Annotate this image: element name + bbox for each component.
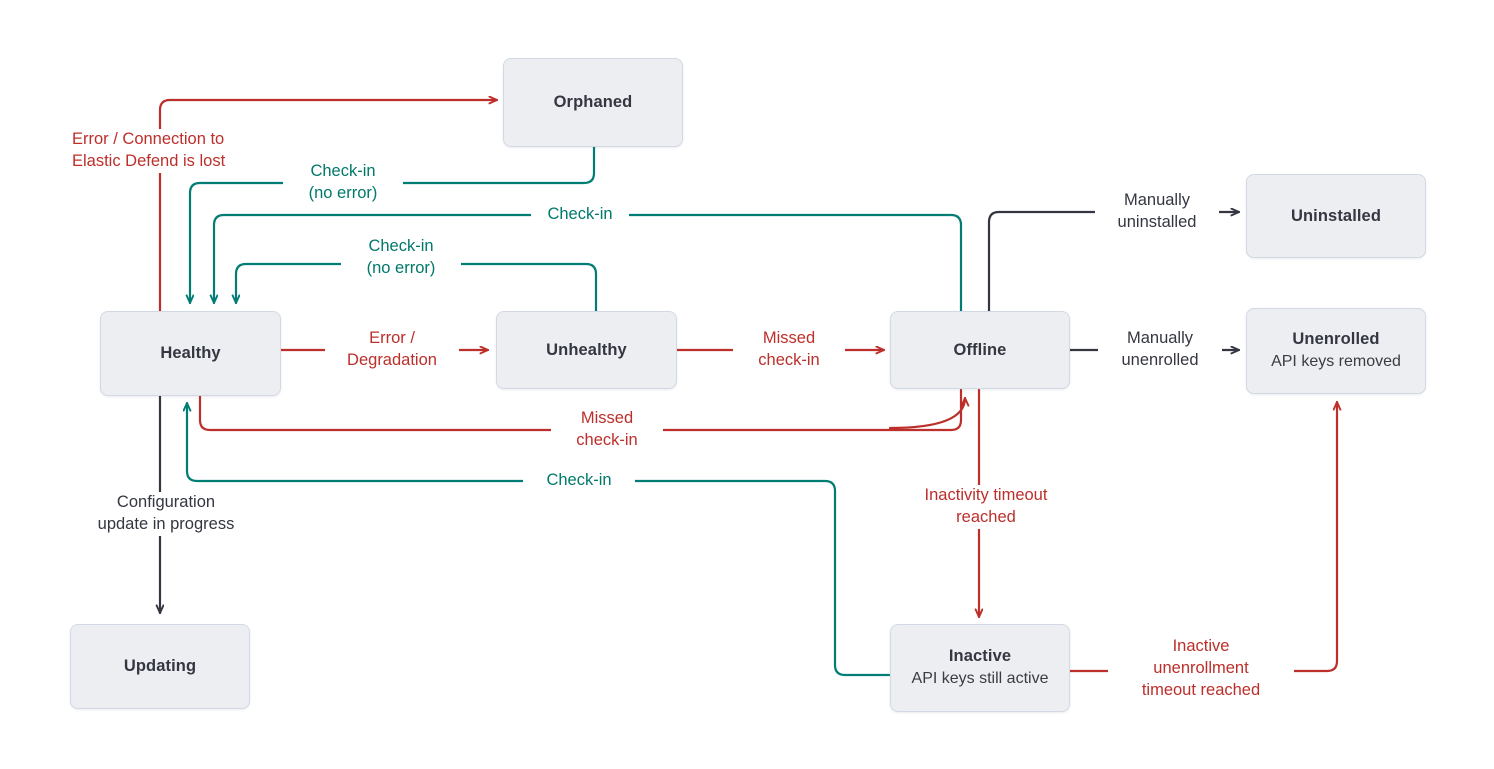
edge-label-healthy-to-updating: Configuration update in progress	[60, 492, 272, 536]
node-healthy-title: Healthy	[160, 344, 221, 363]
edge-label-unhealthy-to-healthy: Check-in (no error)	[341, 236, 461, 280]
edge-label-offline-to-uninstalled: Manually uninstalled	[1095, 190, 1219, 234]
edge-missed-checkin-into-offline	[888, 396, 965, 430]
node-inactive-subtitle: API keys still active	[911, 670, 1049, 688]
node-updating-title: Updating	[123, 657, 197, 676]
edge-label-unhealthy-to-offline: Missed check-in	[733, 328, 845, 372]
edge-label-orphaned-to-healthy: Check-in (no error)	[283, 161, 403, 205]
edge-label-offline-to-unenrolled: Manually unenrolled	[1098, 328, 1222, 372]
node-unhealthy-title: Unhealthy	[546, 340, 627, 359]
edge-healthy-to-orphaned	[158, 100, 499, 313]
node-unenrolled-title: Unenrolled	[1292, 329, 1380, 348]
edge-inactive-to-healthy	[187, 401, 891, 677]
edge-label-offline-to-inactive: Inactivity timeout reached	[883, 485, 1089, 529]
edge-offline-to-uninstalled	[987, 212, 1241, 313]
node-uninstalled[interactable]: Uninstalled	[1246, 174, 1426, 258]
node-orphaned[interactable]: Orphaned	[503, 58, 683, 147]
edge-label-offline-to-healthy-missed: Missed check-in	[551, 408, 663, 452]
node-offline[interactable]: Offline	[890, 311, 1070, 389]
node-inactive-title: Inactive	[948, 646, 1012, 665]
node-unhealthy[interactable]: Unhealthy	[496, 311, 677, 389]
node-healthy[interactable]: Healthy	[100, 311, 281, 396]
node-offline-title: Offline	[953, 340, 1007, 359]
node-unenrolled-subtitle: API keys removed	[1271, 353, 1401, 371]
node-inactive[interactable]: Inactive API keys still active	[890, 624, 1070, 712]
edge-label-healthy-to-unhealthy: Error / Degradation	[325, 328, 459, 372]
edge-inactive-to-unenrolled	[1068, 400, 1337, 673]
edge-label-inactive-to-healthy: Check-in	[523, 470, 635, 492]
edge-label-offline-to-healthy: Check-in	[531, 204, 629, 226]
node-uninstalled-title: Uninstalled	[1290, 206, 1382, 225]
node-unenrolled[interactable]: Unenrolled API keys removed	[1246, 308, 1426, 394]
node-updating[interactable]: Updating	[70, 624, 250, 709]
edge-label-healthy-to-orphaned: Error / Connection to Elastic Defend is …	[66, 129, 264, 173]
node-orphaned-title: Orphaned	[553, 93, 633, 112]
edge-label-inactive-to-unenrolled: Inactive unenrollment timeout reached	[1108, 636, 1294, 702]
